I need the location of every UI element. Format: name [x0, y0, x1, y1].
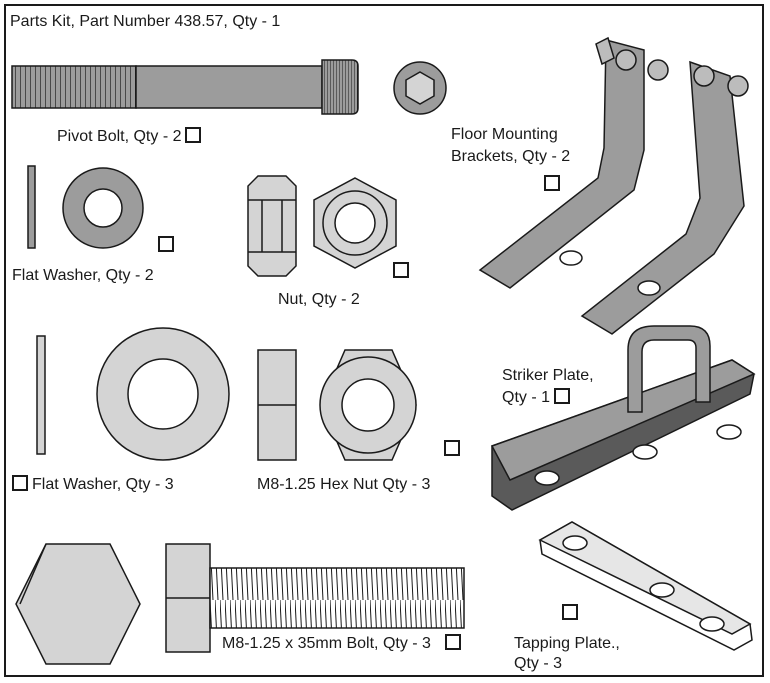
- hex-nut-illustration: [257, 349, 417, 461]
- nut-illustration: [247, 175, 397, 277]
- bolt-35mm-checkbox[interactable]: [444, 634, 461, 650]
- flat-washer-large-label: Flat Washer, Qty - 3: [32, 476, 174, 493]
- hex-nut-label: M8-1.25 Hex Nut Qty - 3: [257, 476, 431, 493]
- nut-checkbox[interactable]: [393, 262, 409, 278]
- flat-washer-large-label-row: Flat Washer, Qty - 3: [12, 475, 174, 495]
- diagram-frame: [4, 4, 764, 677]
- pivot-bolt-checkbox[interactable]: [185, 127, 202, 143]
- floor-mounting-brackets-illustration: [478, 36, 749, 335]
- bolt-35mm-label-row: M8-1.25 x 35mm Bolt, Qty - 3: [222, 634, 465, 654]
- nut-label: Nut, Qty - 2: [278, 291, 360, 308]
- flat-washer-small-illustration: [27, 165, 144, 249]
- tapping-plate-label-line2: Qty - 3: [514, 655, 563, 672]
- floor-brackets-label-line2: Brackets, Qty - 2: [451, 148, 571, 165]
- striker-plate-label-line2: Qty - 1: [502, 389, 551, 406]
- pivot-bolt-illustration: [11, 59, 359, 115]
- flat-washer-small-checkbox[interactable]: [158, 236, 174, 252]
- bolt-head-end-view: [15, 543, 141, 665]
- floor-brackets-checkbox[interactable]: [544, 175, 560, 191]
- tapping-plate-checkbox[interactable]: [562, 604, 578, 620]
- striker-plate-label-row: Qty - 1: [502, 388, 574, 408]
- striker-plate-checkbox[interactable]: [554, 388, 571, 404]
- flat-washer-large-checkbox[interactable]: [12, 475, 28, 491]
- striker-plate-label-line1: Striker Plate,: [502, 367, 594, 384]
- bolt-35mm-illustration: [165, 543, 465, 653]
- bolt-35mm-label: M8-1.25 x 35mm Bolt, Qty - 3: [222, 635, 431, 652]
- kit-title: Parts Kit, Part Number 438.57, Qty - 1: [10, 13, 281, 30]
- pivot-bolt-label: Pivot Bolt, Qty - 2: [57, 128, 182, 145]
- flat-washer-small-label: Flat Washer, Qty - 2: [12, 267, 154, 284]
- pivot-bolt-end-view: [393, 61, 447, 115]
- striker-plate-illustration: [490, 325, 756, 511]
- tapping-plate-label-line1: Tapping Plate.,: [514, 635, 620, 652]
- hex-nut-checkbox[interactable]: [444, 440, 460, 456]
- pivot-bolt-label-row: Pivot Bolt, Qty - 2: [57, 127, 205, 147]
- tapping-plate-illustration: [538, 521, 753, 651]
- floor-brackets-label-line1: Floor Mounting: [451, 126, 558, 143]
- flat-washer-large-illustration: [36, 327, 230, 461]
